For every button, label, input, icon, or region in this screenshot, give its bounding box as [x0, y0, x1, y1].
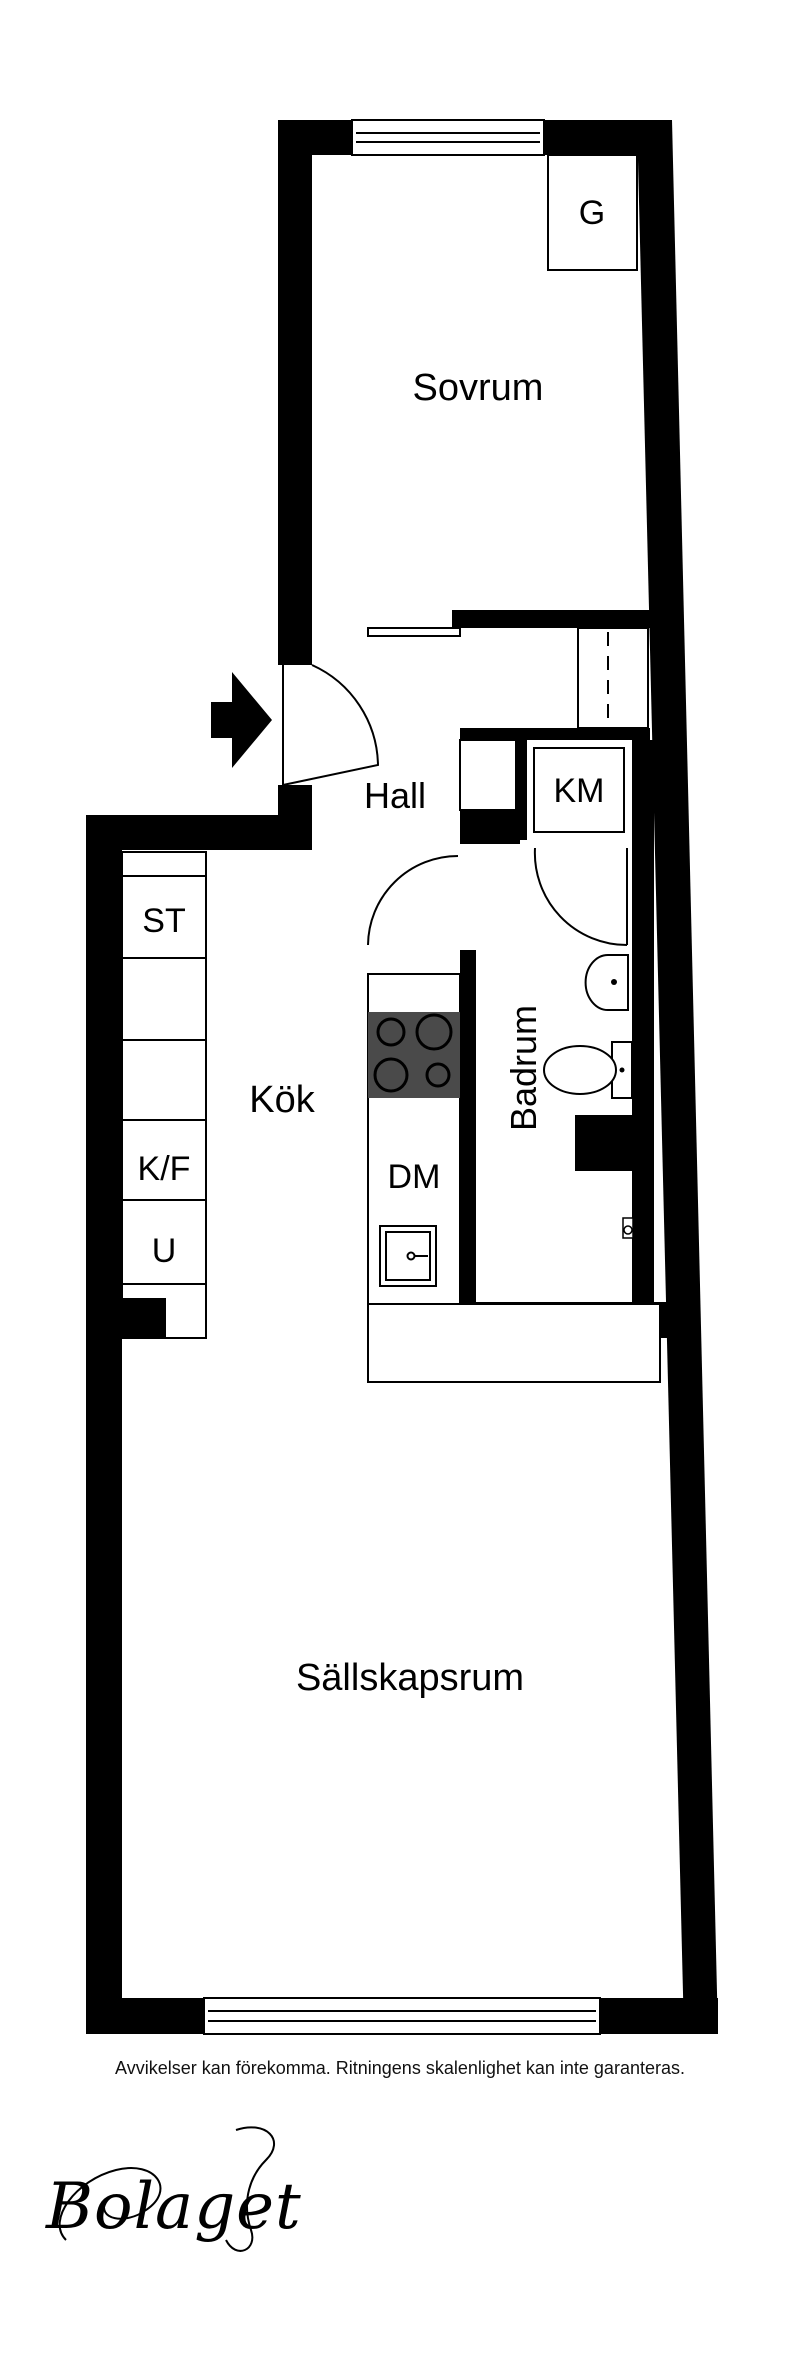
stove-icon — [368, 1012, 460, 1098]
room-label-kok: Kök — [249, 1079, 315, 1121]
kitchen-cabinets — [121, 851, 207, 1339]
washbasin-icon — [584, 954, 629, 1011]
fixture-label-km: KM — [554, 772, 605, 810]
fixture-label-kf: K/F — [138, 1150, 191, 1188]
fixture-label-u: U — [152, 1232, 177, 1270]
kitchen-door — [367, 855, 459, 946]
toilet-icon — [543, 1041, 633, 1099]
room-label-sovrum: Sovrum — [413, 367, 544, 409]
disclaimer-text: Avvikelser kan förekomma. Ritningens ska… — [115, 2058, 685, 2078]
bathroom-door — [533, 847, 628, 947]
sink-icon — [379, 1225, 437, 1287]
hall-cabinet — [459, 739, 517, 811]
logo: Bolaget — [46, 2170, 302, 2244]
room-label-sallskapsrum: Sällskapsrum — [296, 1657, 524, 1699]
exterior-walls — [86, 120, 718, 2034]
fixture-label-garderob: G — [579, 194, 605, 232]
window-bottom — [203, 1997, 601, 2035]
fixture-label-st: ST — [142, 902, 185, 940]
shower-icon — [622, 1217, 634, 1239]
entrance-arrow-icon — [211, 672, 272, 768]
hall-closet — [577, 627, 649, 729]
window-top — [351, 119, 545, 156]
bedroom-wall — [452, 610, 650, 628]
sliding-door — [367, 627, 461, 637]
logo-flourish — [58, 2126, 276, 2252]
entrance-door — [278, 664, 380, 786]
room-label-hall: Hall — [364, 775, 426, 816]
wardrobe — [547, 154, 638, 271]
room-label-badrum: Badrum — [503, 1005, 544, 1131]
washing-machine — [533, 747, 625, 833]
fixture-label-dm: DM — [388, 1158, 441, 1196]
